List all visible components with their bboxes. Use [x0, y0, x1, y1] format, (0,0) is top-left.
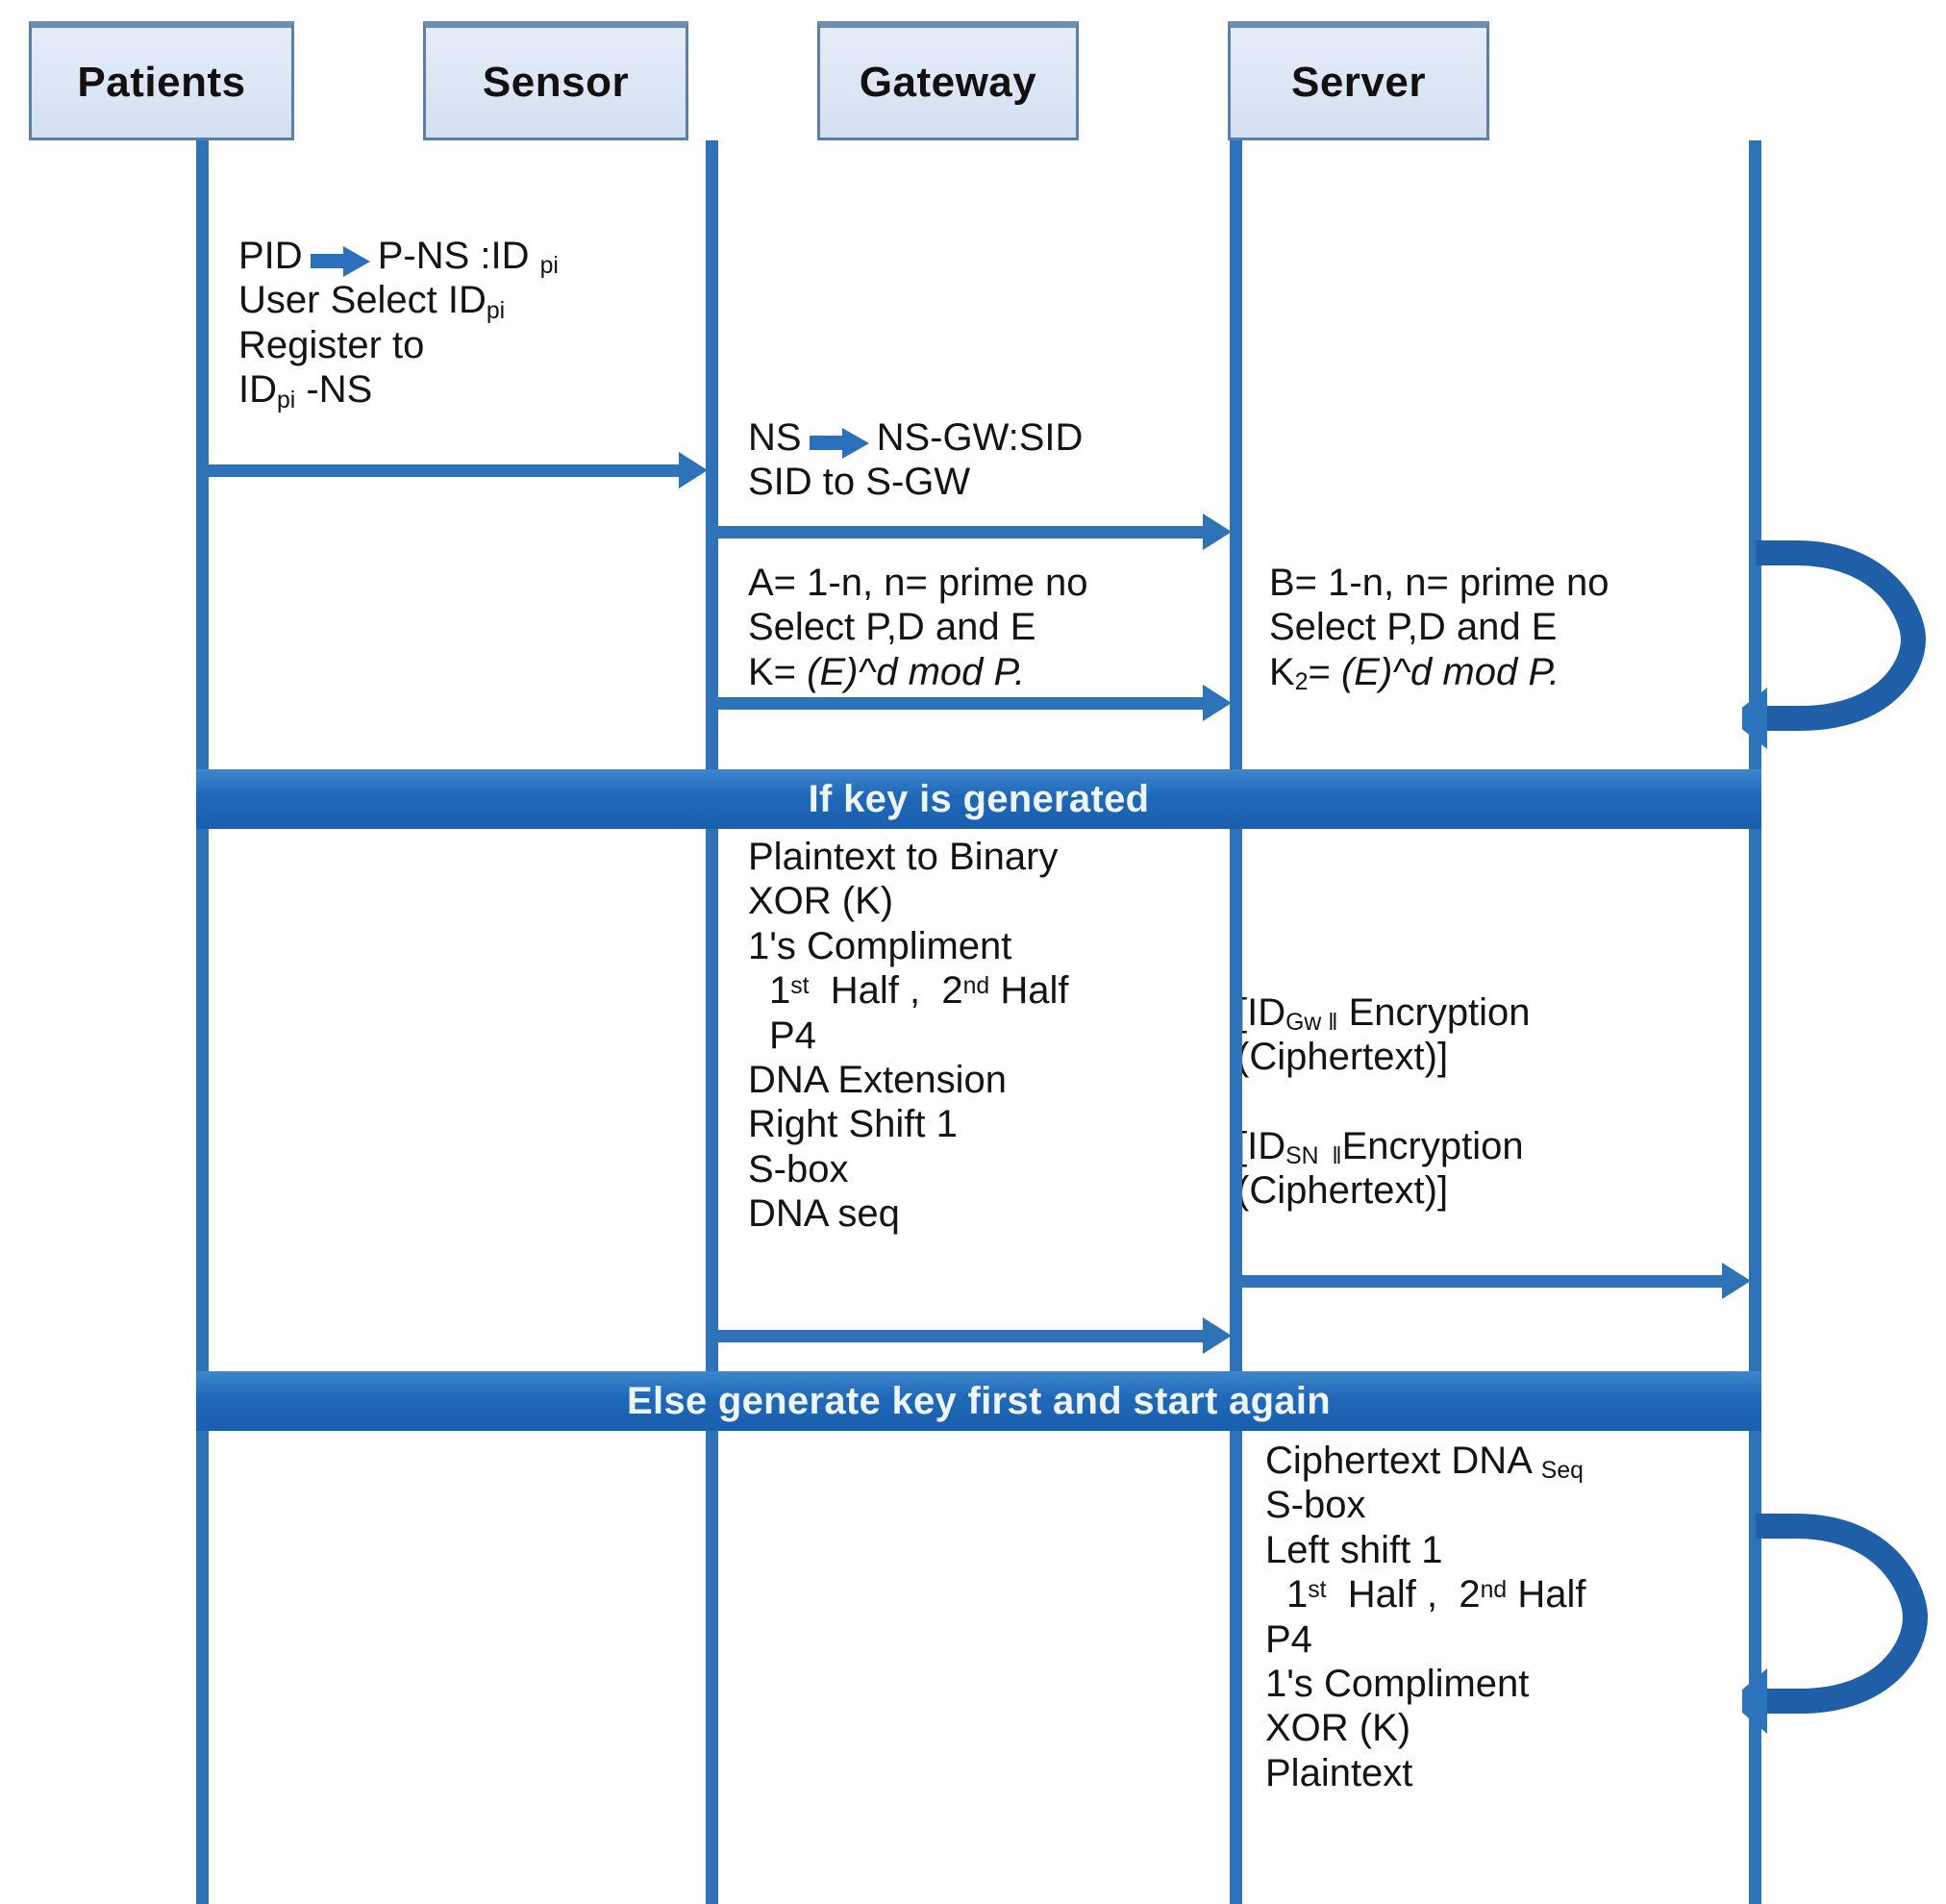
note-line: Right Shift 1 [748, 1103, 958, 1146]
self-message-server-bottom[interactable] [1742, 1495, 1946, 1736]
actor-box-patients[interactable]: Patients [29, 21, 294, 140]
note-line: P4 [769, 1014, 816, 1057]
message-sensor-to-gateway-key[interactable] [711, 685, 1232, 721]
note-line: Select P,D and E [1269, 606, 1558, 649]
note-gateway-forward-payloads: [IDGw ‖ Encryption (Ciphertext)] [IDSN ‖… [1236, 990, 1531, 1214]
banner-if-key-generated: If key is generated [196, 769, 1761, 829]
note-line: Plaintext to Binary [748, 836, 1059, 878]
note-line: A= 1-n, n= prime no [748, 562, 1088, 604]
note-line: P4 [1265, 1617, 1312, 1661]
activation-bar-sensor-key [706, 526, 718, 805]
note-line: SID to S-GW [748, 461, 971, 504]
note-line: 1's Compliment [1265, 1662, 1530, 1705]
activation-bar-patients [196, 464, 209, 801]
note-sensor-encryption-steps: Plaintext to Binary XOR (K) 1's Complime… [748, 835, 1068, 1237]
note-line: DNA seq [748, 1192, 900, 1236]
right-arrow-icon [310, 246, 370, 277]
note-line: S-box [748, 1147, 849, 1190]
activation-bar-patients-encrypt [196, 829, 209, 1350]
note-line: [IDSN ‖Encryption [1236, 1124, 1524, 1170]
note-line: K= (E)^d mod P. [748, 650, 1026, 693]
note-line: 1st Half , 2nd Half [769, 969, 1069, 1013]
note-line: K2= (E)^d mod P. [1269, 650, 1559, 696]
note-line: Ciphertext DNA Seq [1265, 1440, 1584, 1485]
activation-bar-gateway-encrypt [1230, 829, 1242, 1350]
note-line: IDpi -NS [238, 368, 373, 413]
note-line: DNA Extension [748, 1058, 1008, 1101]
note-line: (Ciphertext)] [1236, 1169, 1449, 1213]
message-sensor-to-gateway-sid[interactable] [711, 514, 1232, 550]
banner-else-generate-key: Else generate key first and start again [196, 1371, 1761, 1431]
actor-box-sensor[interactable]: Sensor [423, 21, 688, 140]
note-line: User Select IDpi [238, 279, 506, 324]
message-gateway-to-server-ciphertext[interactable] [1235, 1263, 1751, 1299]
note-line: Plaintext [1265, 1751, 1413, 1794]
note-sensor-key-generation: A= 1-n, n= prime no Select P,D and E K= … [748, 561, 1088, 694]
note-line: [IDGw ‖ Encryption [1236, 991, 1531, 1037]
lifeline-server [1749, 140, 1761, 1904]
activation-bar-sensor-encrypt [706, 829, 718, 1350]
note-gateway-key-generation: B= 1-n, n= prime no Select P,D and E K2=… [1269, 561, 1609, 696]
message-sensor-to-gateway-dnaseq[interactable] [711, 1317, 1232, 1354]
note-line: Left shift 1 [1265, 1528, 1443, 1571]
actor-box-gateway[interactable]: Gateway [817, 21, 1079, 140]
actor-label-patients: Patients [77, 59, 246, 106]
note-line: Select P,D and E [748, 606, 1036, 649]
activation-bar-gateway-key [1230, 526, 1242, 805]
actor-label-gateway: Gateway [859, 59, 1037, 106]
note-line: S-box [1265, 1484, 1366, 1527]
note-gateway-decryption-steps: Ciphertext DNA Seq S-box Left shift 1 1s… [1265, 1439, 1585, 1795]
note-line: B= 1-n, n= prime no [1269, 562, 1609, 604]
actor-label-server: Server [1290, 59, 1426, 106]
note-line: XOR (K) [1265, 1707, 1411, 1750]
message-patients-to-sensor[interactable] [202, 452, 708, 489]
right-arrow-icon [809, 428, 869, 459]
note-line: 1st Half , 2nd Half [1286, 1573, 1586, 1616]
actor-label-sensor: Sensor [482, 59, 630, 106]
note-line: 1's Compliment [748, 924, 1012, 967]
actor-box-server[interactable]: Server [1228, 21, 1489, 140]
note-line: (Ciphertext)] [1236, 1036, 1449, 1079]
note-line: XOR (K) [748, 880, 894, 923]
banner-label-else-generate-key: Else generate key first and start again [627, 1379, 1331, 1422]
note-line: Register to [238, 323, 425, 366]
note-spacer [1236, 1080, 1531, 1124]
self-message-server-top[interactable] [1742, 524, 1946, 750]
banner-label-if-key-generated: If key is generated [808, 777, 1150, 820]
